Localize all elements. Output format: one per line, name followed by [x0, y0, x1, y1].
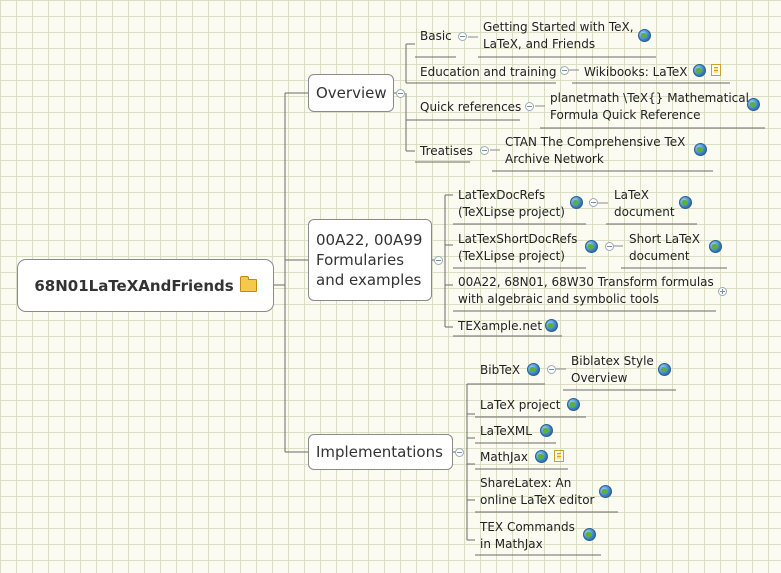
topic-implementations[interactable]: Implementations — [308, 434, 453, 470]
topic-formularies[interactable]: 00A22, 00A99 Formularies and examples — [308, 219, 432, 301]
globe-link-icon[interactable] — [570, 196, 583, 209]
subtopic-texample[interactable]: TEXample.net — [458, 319, 543, 333]
globe-link-icon[interactable] — [567, 398, 580, 411]
link-short-latex-document[interactable]: Short LaTeX document — [629, 232, 700, 263]
collapse-icon[interactable] — [589, 198, 598, 207]
subtopic-treatises[interactable]: Treatises — [420, 144, 473, 158]
globe-link-icon[interactable] — [638, 29, 651, 42]
collapse-icon[interactable] — [547, 365, 556, 374]
globe-link-icon[interactable] — [709, 240, 722, 253]
subtopic-docrefs[interactable]: LatTexDocRefs (TeXLipse project) — [458, 188, 565, 219]
globe-link-icon[interactable] — [693, 64, 706, 77]
topic-implementations-label: Implementations — [316, 443, 443, 461]
globe-link-icon[interactable] — [585, 240, 598, 253]
globe-link-icon[interactable] — [599, 485, 612, 498]
subtopic-latex-project[interactable]: LaTeX project — [480, 398, 561, 412]
topic-overview-label: Overview — [316, 84, 387, 102]
root-label: 68N01LaTeXAndFriends — [34, 276, 234, 295]
collapse-icon[interactable] — [480, 146, 489, 155]
subtopic-education[interactable]: Education and training — [420, 65, 557, 79]
globe-link-icon[interactable] — [540, 424, 553, 437]
folder-icon — [239, 276, 257, 292]
subtopic-tex-commands[interactable]: TEX Commands in MathJax — [480, 520, 575, 551]
subtopic-bibtex[interactable]: BibTeX — [480, 363, 521, 377]
globe-link-icon[interactable] — [545, 319, 558, 332]
expand-icon[interactable] — [718, 287, 727, 296]
collapse-icon[interactable] — [434, 256, 443, 265]
note-icon[interactable] — [711, 64, 721, 76]
globe-link-icon[interactable] — [527, 363, 540, 376]
collapse-icon[interactable] — [396, 89, 405, 98]
subtopic-latexml[interactable]: LaTeXML — [480, 424, 532, 438]
subtopic-mathjax[interactable]: MathJax — [480, 450, 529, 464]
note-icon[interactable] — [554, 450, 564, 462]
globe-link-icon[interactable] — [694, 143, 707, 156]
link-latex-document[interactable]: LaTeX document — [614, 188, 675, 219]
collapse-icon[interactable] — [458, 32, 467, 41]
collapse-icon[interactable] — [605, 242, 614, 251]
globe-link-icon[interactable] — [747, 98, 760, 111]
link-wikibooks[interactable]: Wikibooks: LaTeX — [584, 65, 688, 79]
collapse-icon[interactable] — [455, 448, 464, 457]
link-ctan[interactable]: CTAN The Comprehensive TeX Archive Netwo… — [505, 135, 686, 166]
globe-link-icon[interactable] — [583, 528, 596, 541]
subtopic-basic[interactable]: Basic — [420, 29, 452, 43]
globe-link-icon[interactable] — [658, 363, 671, 376]
subtopic-quickref[interactable]: Quick references — [420, 100, 522, 114]
globe-link-icon[interactable] — [535, 450, 548, 463]
subtopic-sharelatex[interactable]: ShareLatex: An online LaTeX editor — [480, 476, 595, 507]
globe-link-icon[interactable] — [679, 196, 692, 209]
topic-formularies-label: 00A22, 00A99 Formularies and examples — [316, 231, 423, 289]
subtopic-shortdocrefs[interactable]: LatTexShortDocRefs (TeXLipse project) — [458, 232, 578, 263]
collapse-icon[interactable] — [525, 102, 534, 111]
link-getting-started[interactable]: Getting Started with TeX, LaTeX, and Fri… — [483, 20, 634, 51]
root-node[interactable]: 68N01LaTeXAndFriends — [17, 259, 274, 312]
topic-overview[interactable]: Overview — [308, 74, 394, 112]
link-planetmath[interactable]: planetmath \TeX{} Mathematical Formula Q… — [550, 91, 749, 122]
link-biblatex-style[interactable]: Biblatex Style Overview — [571, 354, 654, 385]
collapse-icon[interactable] — [560, 66, 569, 75]
subtopic-transform[interactable]: 00A22, 68N01, 68W30 Transform formulas w… — [458, 275, 714, 306]
